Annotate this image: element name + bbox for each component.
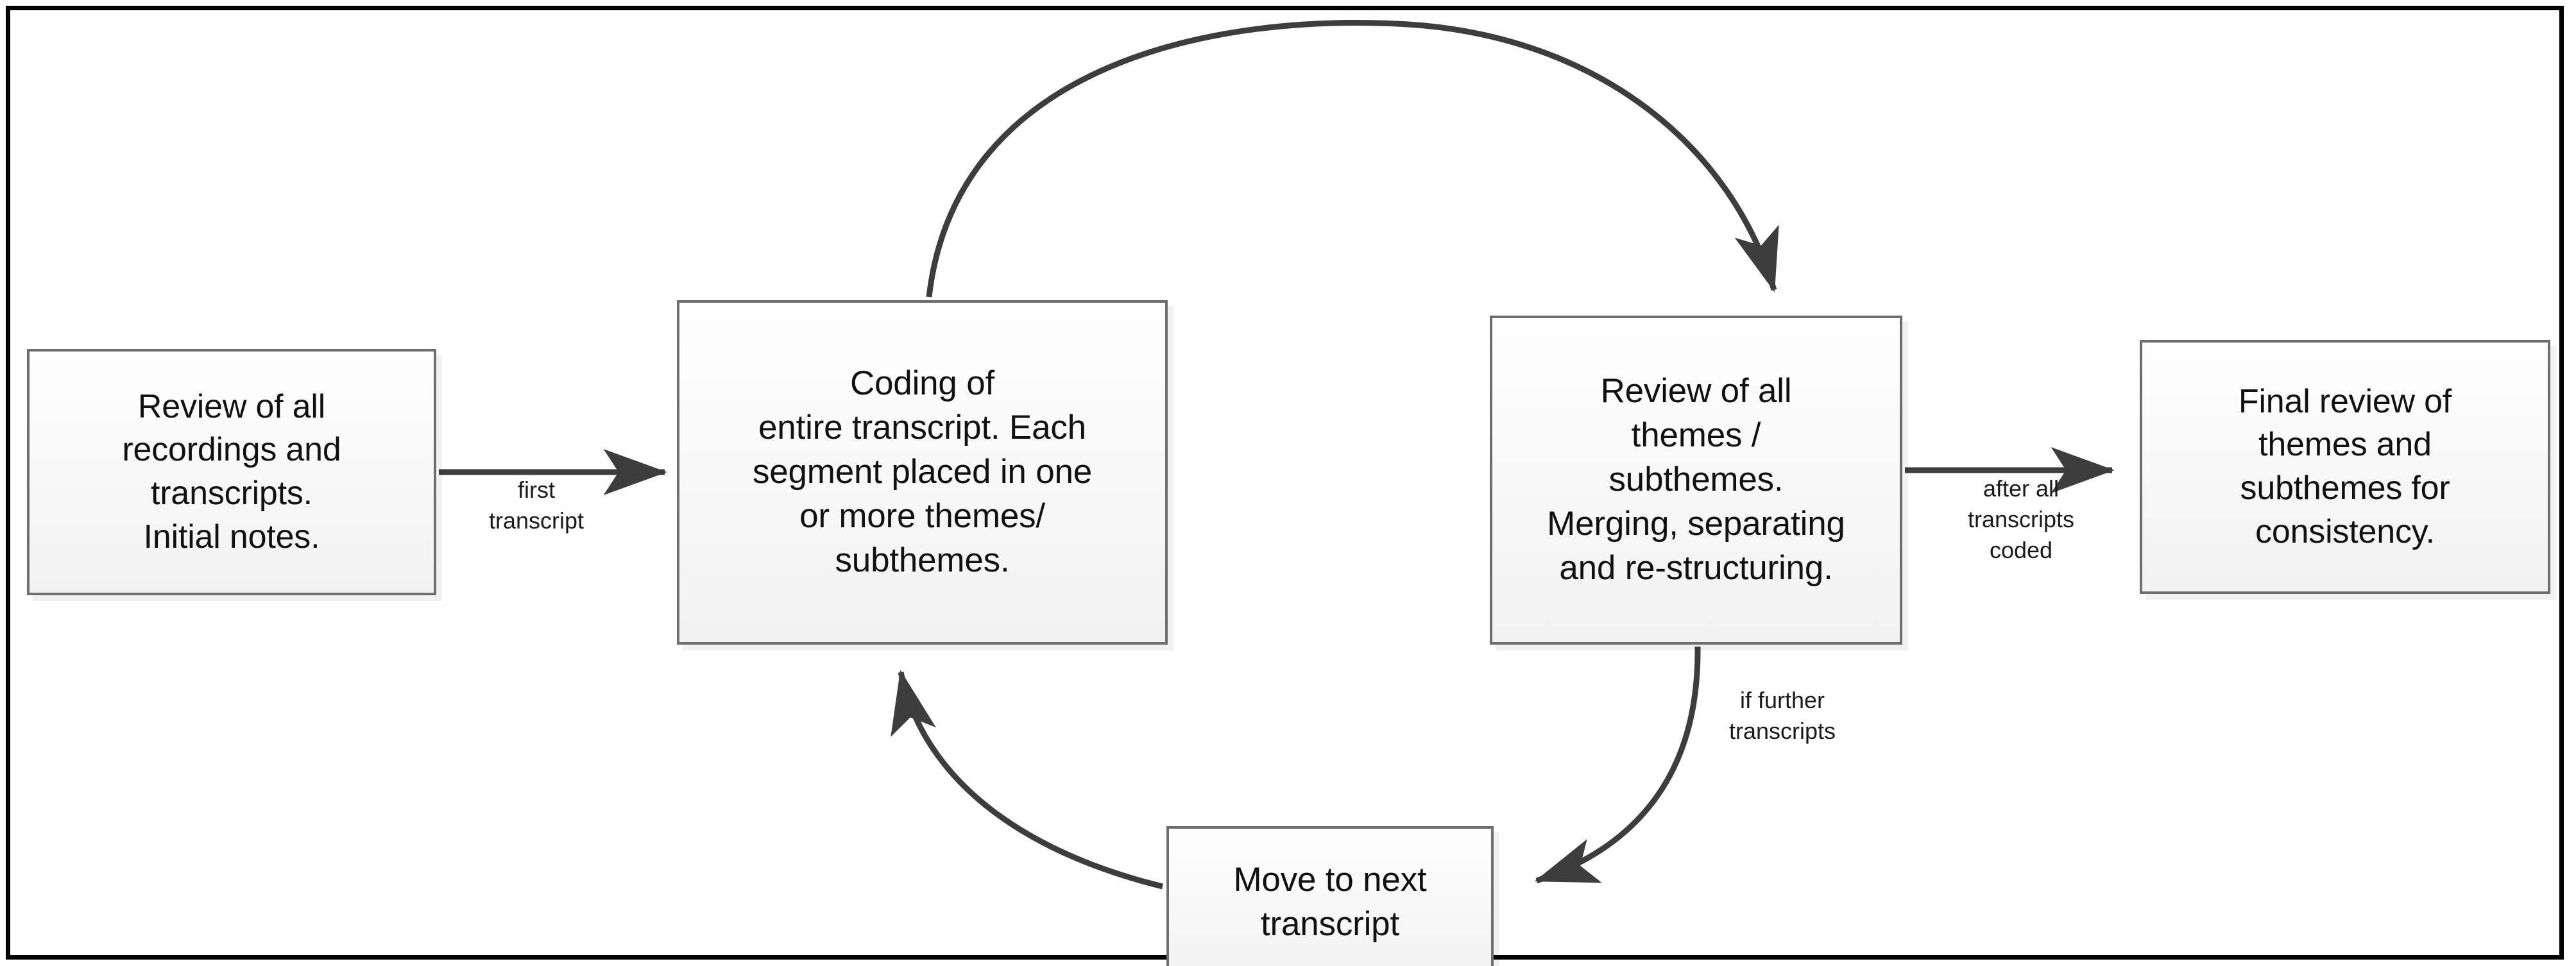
node-next-transcript[interactable]: Move to next transcript [1166,826,1494,966]
node-theme-review-label: Review of all themes / subthemes. Mergin… [1547,372,1845,587]
node-theme-review[interactable]: Review of all themes / subthemes. Mergin… [1490,316,1902,645]
node-coding-label: Coding of entire transcript. Each segmen… [752,364,1093,579]
node-initial-review-label: Review of all recordings and transcripts… [122,387,341,555]
node-coding[interactable]: Coding of entire transcript. Each segmen… [677,300,1168,645]
edge-coding-to-theme-review [926,20,1779,298]
node-next-transcript-label: Move to next transcript [1233,861,1427,943]
node-initial-review[interactable]: Review of all recordings and transcripts… [27,349,436,595]
edge-theme-review-to-next [1534,646,1701,884]
node-final-review-label: Final review of themes and subthemes for… [2238,382,2452,550]
edge-next-to-coding [891,670,1164,890]
node-final-review[interactable]: Final review of themes and subthemes for… [2140,340,2550,594]
